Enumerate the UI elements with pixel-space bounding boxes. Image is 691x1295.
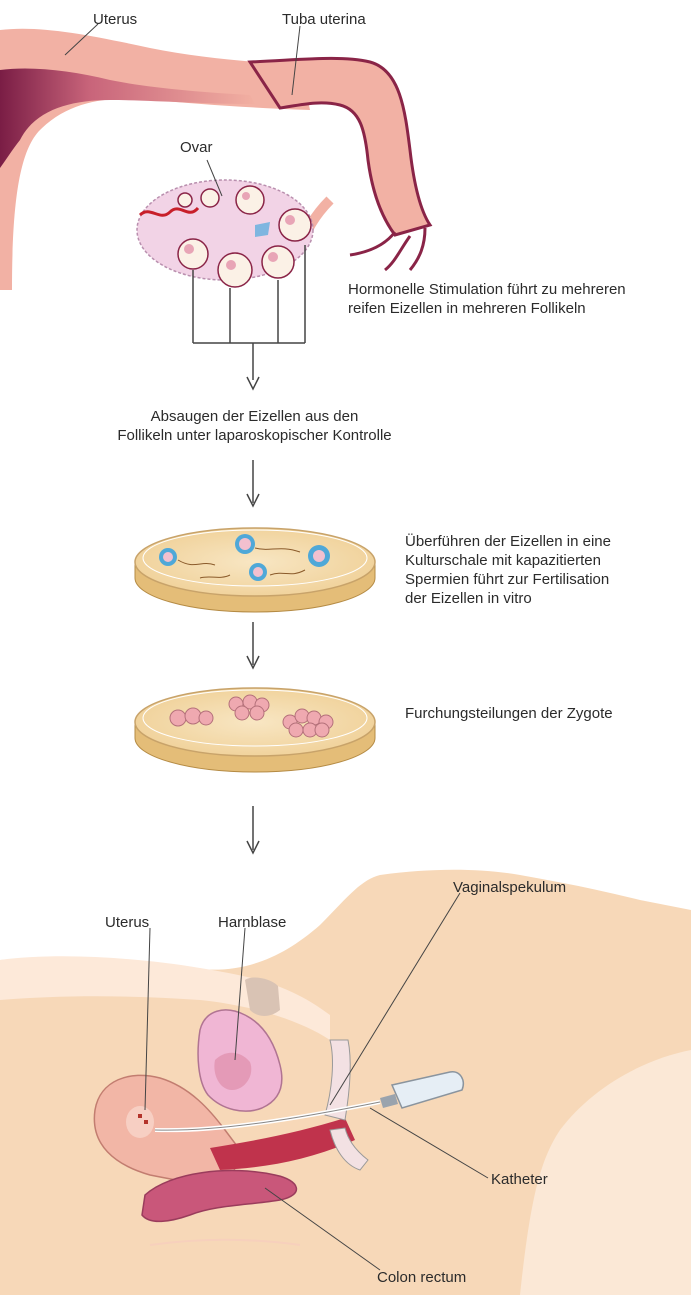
culture-dish-2 <box>135 688 375 772</box>
ovary-graphic <box>137 180 313 287</box>
step-furchung: Furchungsteilungen der Zygote <box>405 704 613 723</box>
label-harnblase: Harnblase <box>218 913 286 932</box>
label-colon-rectum: Colon rectum <box>377 1268 466 1287</box>
label-uterus-top: Uterus <box>93 10 137 29</box>
label-vaginalspekulum: Vaginalspekulum <box>453 878 566 897</box>
arrow-2 <box>247 460 259 506</box>
label-uterus-bottom: Uterus <box>105 913 149 932</box>
arrow-3 <box>247 622 259 668</box>
arrow-4 <box>247 806 259 853</box>
label-ovar: Ovar <box>180 138 213 157</box>
label-tuba-uterina: Tuba uterina <box>282 10 366 29</box>
culture-dish-1 <box>135 528 375 612</box>
label-katheter: Katheter <box>491 1170 548 1189</box>
step-absaugen: Absaugen der Eizellen aus den Follikeln … <box>72 407 437 445</box>
step-fertilisation: Überführen der Eizellen in eine Kultursc… <box>405 532 611 608</box>
pelvic-section-graphic <box>0 870 691 1295</box>
step-stimulation: Hormonelle Stimulation führt zu mehreren… <box>348 280 626 318</box>
